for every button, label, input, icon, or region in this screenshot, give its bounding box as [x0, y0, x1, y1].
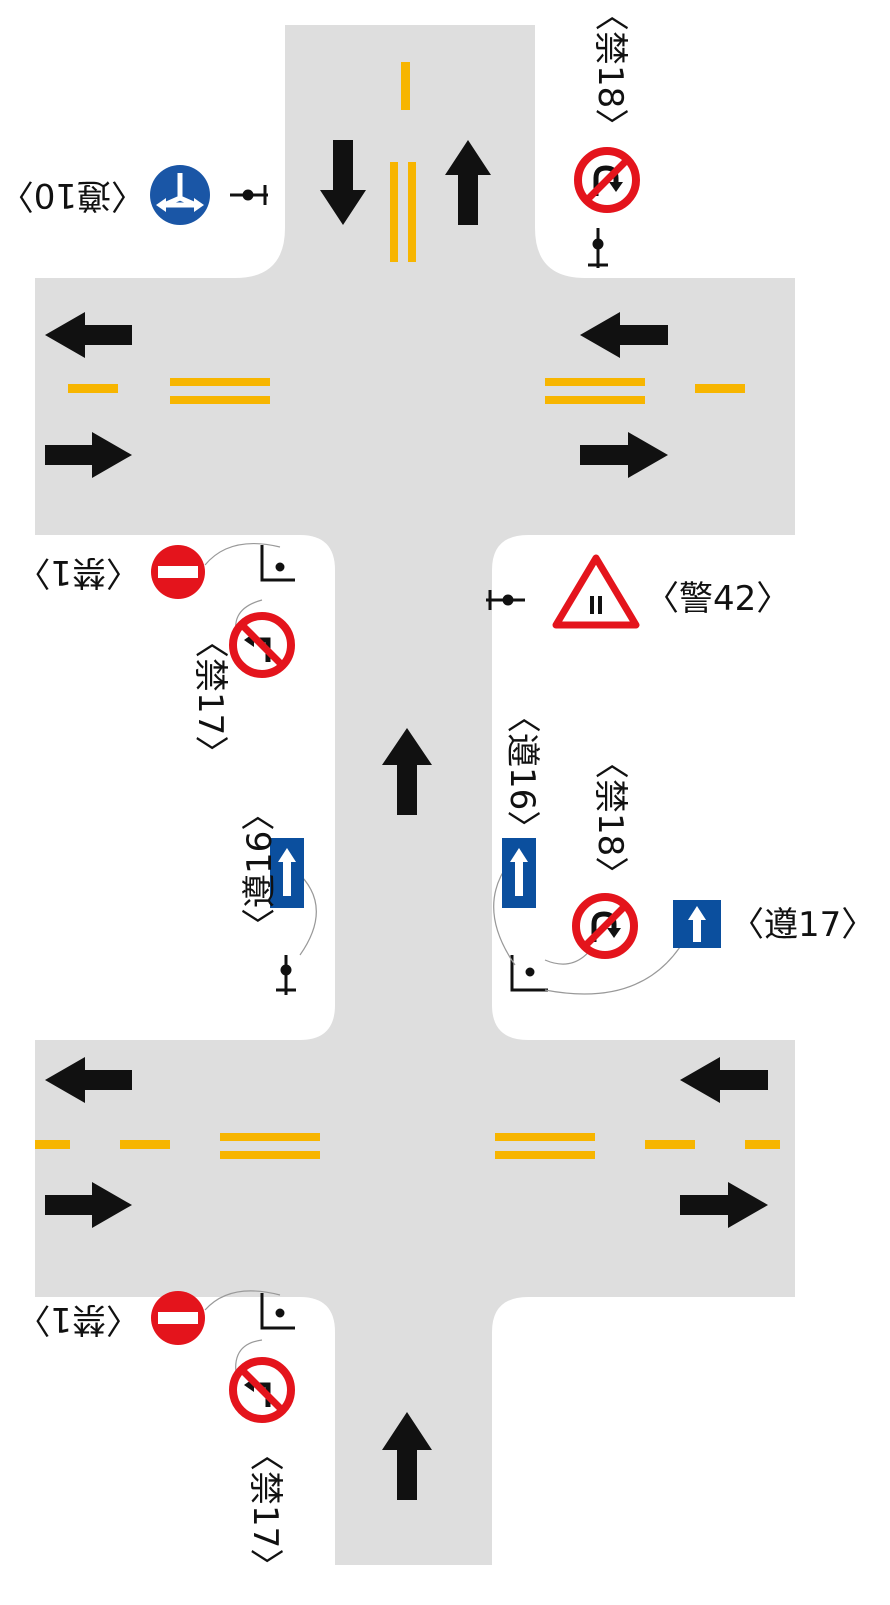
no-entry-sign-icon — [151, 545, 205, 599]
straight-only-sign-icon — [673, 900, 721, 948]
arrow-up-icon — [382, 1412, 432, 1500]
arrow-left-icon — [580, 312, 668, 358]
no-u-turn-sign-mid-icon — [572, 893, 638, 959]
label-jing42: 〈警42〉 — [645, 579, 791, 619]
no-right-turn-sign-bottom-icon — [229, 1357, 295, 1423]
arrow-up-icon — [382, 728, 432, 815]
label-jin18-mid: 〈禁18〉 — [590, 745, 630, 891]
arrow-right-icon — [45, 432, 132, 478]
arrow-left-icon — [45, 1057, 132, 1103]
label-jin1-mid: 〈禁1〉 — [16, 552, 140, 592]
keep-left-right-sign-icon — [150, 165, 210, 225]
arrow-right-icon — [680, 1182, 768, 1228]
label-jin17-mid: 〈禁17〉 — [190, 624, 230, 770]
arrow-left-icon — [45, 312, 132, 358]
label-jin1-bottom: 〈禁1〉 — [16, 1299, 140, 1339]
arrow-left-icon — [680, 1057, 768, 1103]
arrow-down-icon — [320, 140, 366, 225]
island-blocks — [35, 535, 795, 1605]
no-u-turn-sign-icon — [574, 147, 640, 213]
no-right-turn-sign-icon — [229, 612, 295, 678]
sign-posts — [230, 185, 608, 1330]
label-jin17-bottom: 〈禁17〉 — [245, 1437, 285, 1583]
lane-arrows — [45, 140, 768, 1500]
lane-markings — [35, 62, 780, 1159]
label-zun16-left: 〈遵16〉 — [240, 796, 280, 942]
label-zun17: 〈遵17〉 — [730, 905, 876, 945]
arrow-right-icon — [580, 432, 668, 478]
no-entry-sign-bottom-icon — [151, 1291, 205, 1345]
arrow-right-icon — [45, 1182, 132, 1228]
one-way-sign-right-icon — [502, 838, 536, 908]
label-jin18-top: 〈禁18〉 — [590, 0, 630, 143]
label-zun10: 〈遵10〉 — [0, 175, 145, 215]
two-way-traffic-warning-icon — [552, 554, 640, 629]
one-way-sign-left-icon — [270, 838, 304, 908]
label-zun16-right: 〈遵16〉 — [502, 699, 542, 845]
arrow-up-icon — [445, 140, 491, 225]
